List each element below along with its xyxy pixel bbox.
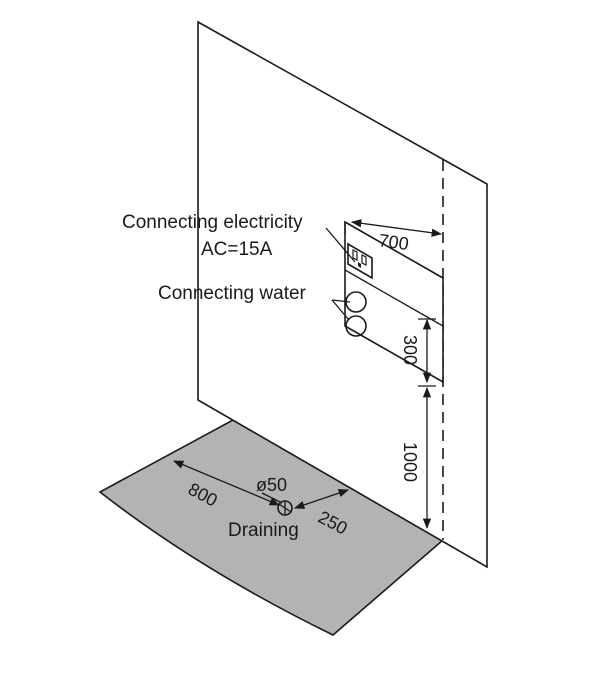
draining-label: Draining (228, 520, 299, 541)
electricity-spec-label: AC=15A (201, 239, 273, 260)
drain-icon (277, 500, 293, 516)
plate-divider (344, 269, 444, 327)
water-leader-upper (331, 299, 351, 303)
dim-800-line (173, 460, 280, 506)
water-leader-lower (331, 299, 350, 321)
dim-700-label: 700 (377, 230, 410, 254)
electricity-title-label: Connecting electricity (122, 212, 303, 233)
dim-250-line (294, 489, 349, 509)
drain-diameter-label: ø50 (256, 475, 287, 495)
dim-1000-label: 1000 (400, 442, 420, 482)
electrical-socket-icon (347, 242, 373, 280)
wall-panel (197, 20, 488, 569)
electricity-leader (325, 227, 356, 263)
water-label: Connecting water (158, 283, 307, 304)
water-inlet-cold-icon (345, 315, 367, 337)
dim-700-line (350, 219, 443, 237)
dim-300-label: 300 (400, 335, 420, 365)
